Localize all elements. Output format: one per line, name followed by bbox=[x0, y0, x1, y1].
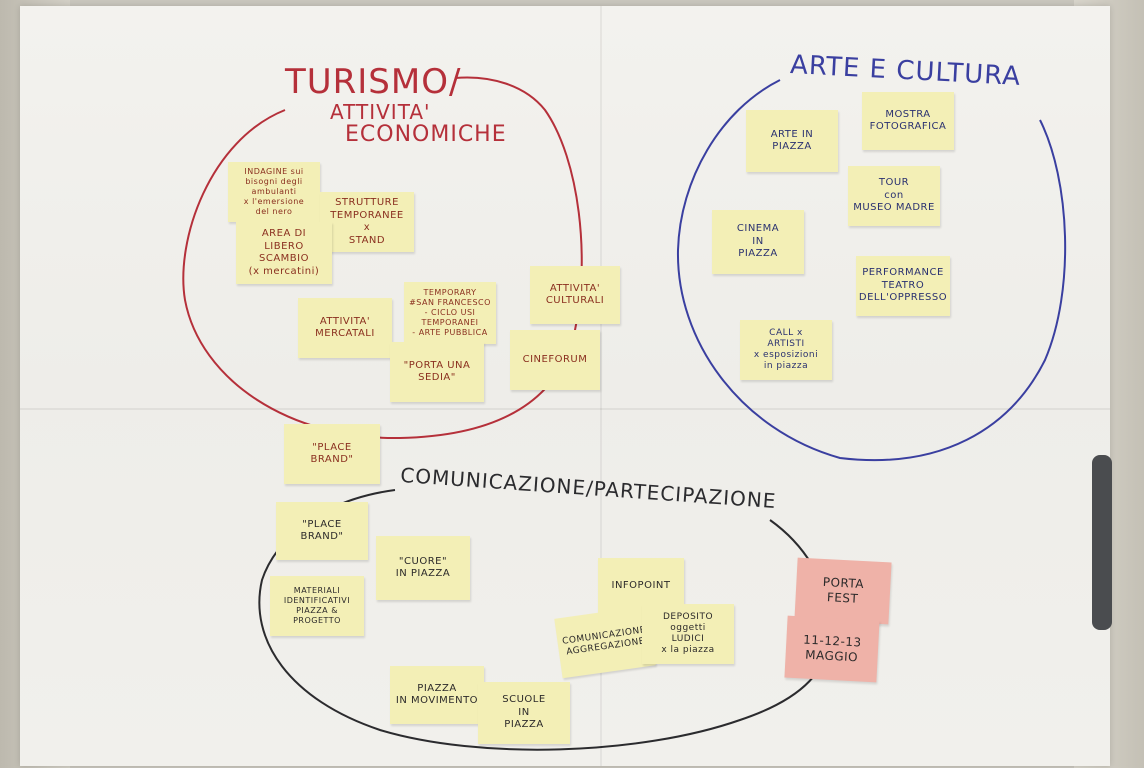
sticky-note-call: CALL x ARTISTI x esposizioni in piazza bbox=[740, 320, 832, 380]
heading-economiche: ECONOMICHE bbox=[345, 122, 507, 147]
sticky-note-scuole: SCUOLE IN PIAZZA bbox=[478, 682, 570, 744]
sticky-note-place-brand-1: "PLACE BRAND" bbox=[284, 424, 380, 484]
paper-fold-horizontal bbox=[20, 408, 1110, 410]
sticky-note-arte-piazza: ARTE IN PIAZZA bbox=[746, 110, 838, 172]
sticky-note-infopoint: INFOPOINT bbox=[598, 558, 684, 614]
sticky-note-temporary: TEMPORARY #SAN FRANCESCO - CICLO USI TEM… bbox=[404, 282, 496, 344]
sticky-note-piazza-movimento: PIAZZA IN MOVIMENTO bbox=[390, 666, 484, 724]
sticky-note-tour: TOUR con MUSEO MADRE bbox=[848, 166, 940, 226]
arte-circle bbox=[676, 79, 1067, 462]
sticky-note-attivita-mercatali: ATTIVITA' MERCATALI bbox=[298, 298, 392, 358]
sticky-note-area-libero: AREA DI LIBERO SCAMBIO (x mercatini) bbox=[236, 222, 332, 284]
sticky-note-indagine: INDAGINE sui bisogni degli ambulanti x l… bbox=[228, 162, 320, 222]
sticky-note-strutture: STRUTTURE TEMPORANEE x STAND bbox=[320, 192, 414, 252]
heading-attivita: ATTIVITA' bbox=[330, 100, 431, 124]
sticky-note-mostra: MOSTRA FOTOGRAFICA bbox=[862, 92, 954, 150]
sticky-note-porta-sedia: "PORTA UNA SEDIA" bbox=[390, 342, 484, 402]
sticky-note-materiali: MATERIALI IDENTIFICATIVI PIAZZA & PROGET… bbox=[270, 576, 364, 636]
sticky-note-porta-fest: PORTA FEST bbox=[794, 557, 892, 625]
sticky-note-performance: PERFORMANCE TEATRO DELL'OPPRESSO bbox=[856, 256, 950, 316]
turismo-circle bbox=[182, 76, 583, 440]
sticky-note-cuore: "CUORE" IN PIAZZA bbox=[376, 536, 470, 600]
sticky-note-attivita-culturali: ATTIVITA' CULTURALI bbox=[530, 266, 620, 324]
sticky-note-deposito: DEPOSITO oggetti LUDICI x la piazza bbox=[642, 604, 734, 664]
heading-turismo: TURISMO/ bbox=[285, 62, 462, 102]
sticky-note-cinema: CINEMA IN PIAZZA bbox=[712, 210, 804, 274]
sticky-note-cineforum: CINEFORUM bbox=[510, 330, 600, 390]
sticky-note-place-brand-2: "PLACE BRAND" bbox=[276, 502, 368, 560]
paper-fold-vertical bbox=[600, 6, 602, 766]
sticky-note-date: 11-12-13 MAGGIO bbox=[784, 615, 880, 683]
binder-clip bbox=[1092, 455, 1112, 630]
